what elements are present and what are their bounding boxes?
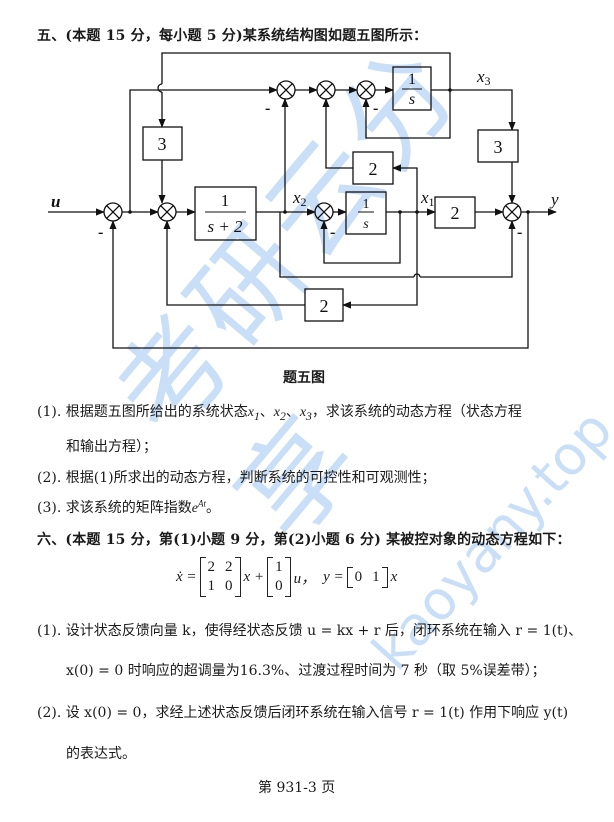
sum-junction-s1 xyxy=(276,80,296,100)
gain-left-3-label: 3 xyxy=(158,134,167,154)
sum-junction-s3 xyxy=(356,80,376,100)
q6-heading: 六、(本题 15 分，第(1)小题 9 分，第(2)小题 6 分) 某被控对象的… xyxy=(37,532,571,548)
state-x2-label: x2 xyxy=(292,188,307,209)
state-x1-label: x1 xyxy=(420,188,435,209)
q6-item-1: (1). 设计状态反馈向量 k，使得经状态反馈 u = kx + r 后，闭环系… xyxy=(37,623,583,639)
gain-mid-2-label: 2 xyxy=(369,159,378,179)
matrix-exponential: eAt xyxy=(191,498,206,516)
q6-item-2: (2). 设 x(0) = 0，求经上述状态反馈后闭环系统在输入信号 r = 1… xyxy=(37,705,569,721)
gain-x1-2-label: 2 xyxy=(451,203,460,223)
input-u-label: u xyxy=(51,192,60,211)
var-x1: x1 xyxy=(247,405,260,423)
q5-heading: 五、(本题 15 分，每小题 5 分)某系统结构图如题五图所示： xyxy=(37,28,428,44)
minus-s3: - xyxy=(373,100,378,117)
q5-item-3: (3). 求该系统的矩阵指数eAt。 xyxy=(37,498,220,516)
minus-s1: - xyxy=(265,100,270,117)
minus-d: - xyxy=(517,224,522,241)
minus-a: - xyxy=(98,224,103,241)
sum-junction-b xyxy=(157,202,177,222)
gain-right-3-label: 3 xyxy=(494,137,503,157)
figure-caption: 题五图 xyxy=(283,370,325,386)
sum-junction-d xyxy=(502,202,522,222)
integrator-mid-num: 1 xyxy=(363,197,370,212)
var-x2: x2 xyxy=(273,405,286,423)
sum-junction-c xyxy=(314,202,334,222)
minus-c: - xyxy=(330,224,335,241)
block-diagram: 1 s 3 3 2 1 s + 2 1 s 2 2 u y x3 x2 x1 -… xyxy=(48,52,559,349)
state-x3-label: x3 xyxy=(476,67,491,88)
first-order-num: 1 xyxy=(221,191,230,210)
var-x3: x3 xyxy=(299,405,312,423)
page-number: 第 931-3 页 xyxy=(258,780,336,796)
sum-junction-a xyxy=(103,202,123,222)
q5-item-2: (2). 根据(1)所求出的动态方程，判断系统的可控性和可观测性； xyxy=(37,470,436,486)
q5-item-1: (1). 根据题五图所给出的系统状态x1、x2、x3，求该系统的动态方程（状态方… xyxy=(37,404,522,423)
integrator-top-num: 1 xyxy=(408,71,416,88)
integrator-top-den: s xyxy=(409,91,415,108)
integrator-mid-den: s xyxy=(363,217,369,232)
block-gain-right-3 xyxy=(477,129,519,163)
output-y-label: y xyxy=(549,190,559,209)
sum-junction-s2 xyxy=(316,80,336,100)
gain-bottom-2-label: 2 xyxy=(320,296,329,316)
q6-item-2-cont: 的表达式。 xyxy=(66,746,136,762)
first-order-den: s + 2 xyxy=(207,217,243,236)
q6-item-1-cont: x(0) = 0 时响应的超调量为16.3%、过渡过程时间为 7 秒（取 5%误… xyxy=(66,663,546,679)
q5-item-1-cont: 和输出方程）； xyxy=(66,439,157,455)
matrix-B: 1 0 xyxy=(267,557,291,597)
